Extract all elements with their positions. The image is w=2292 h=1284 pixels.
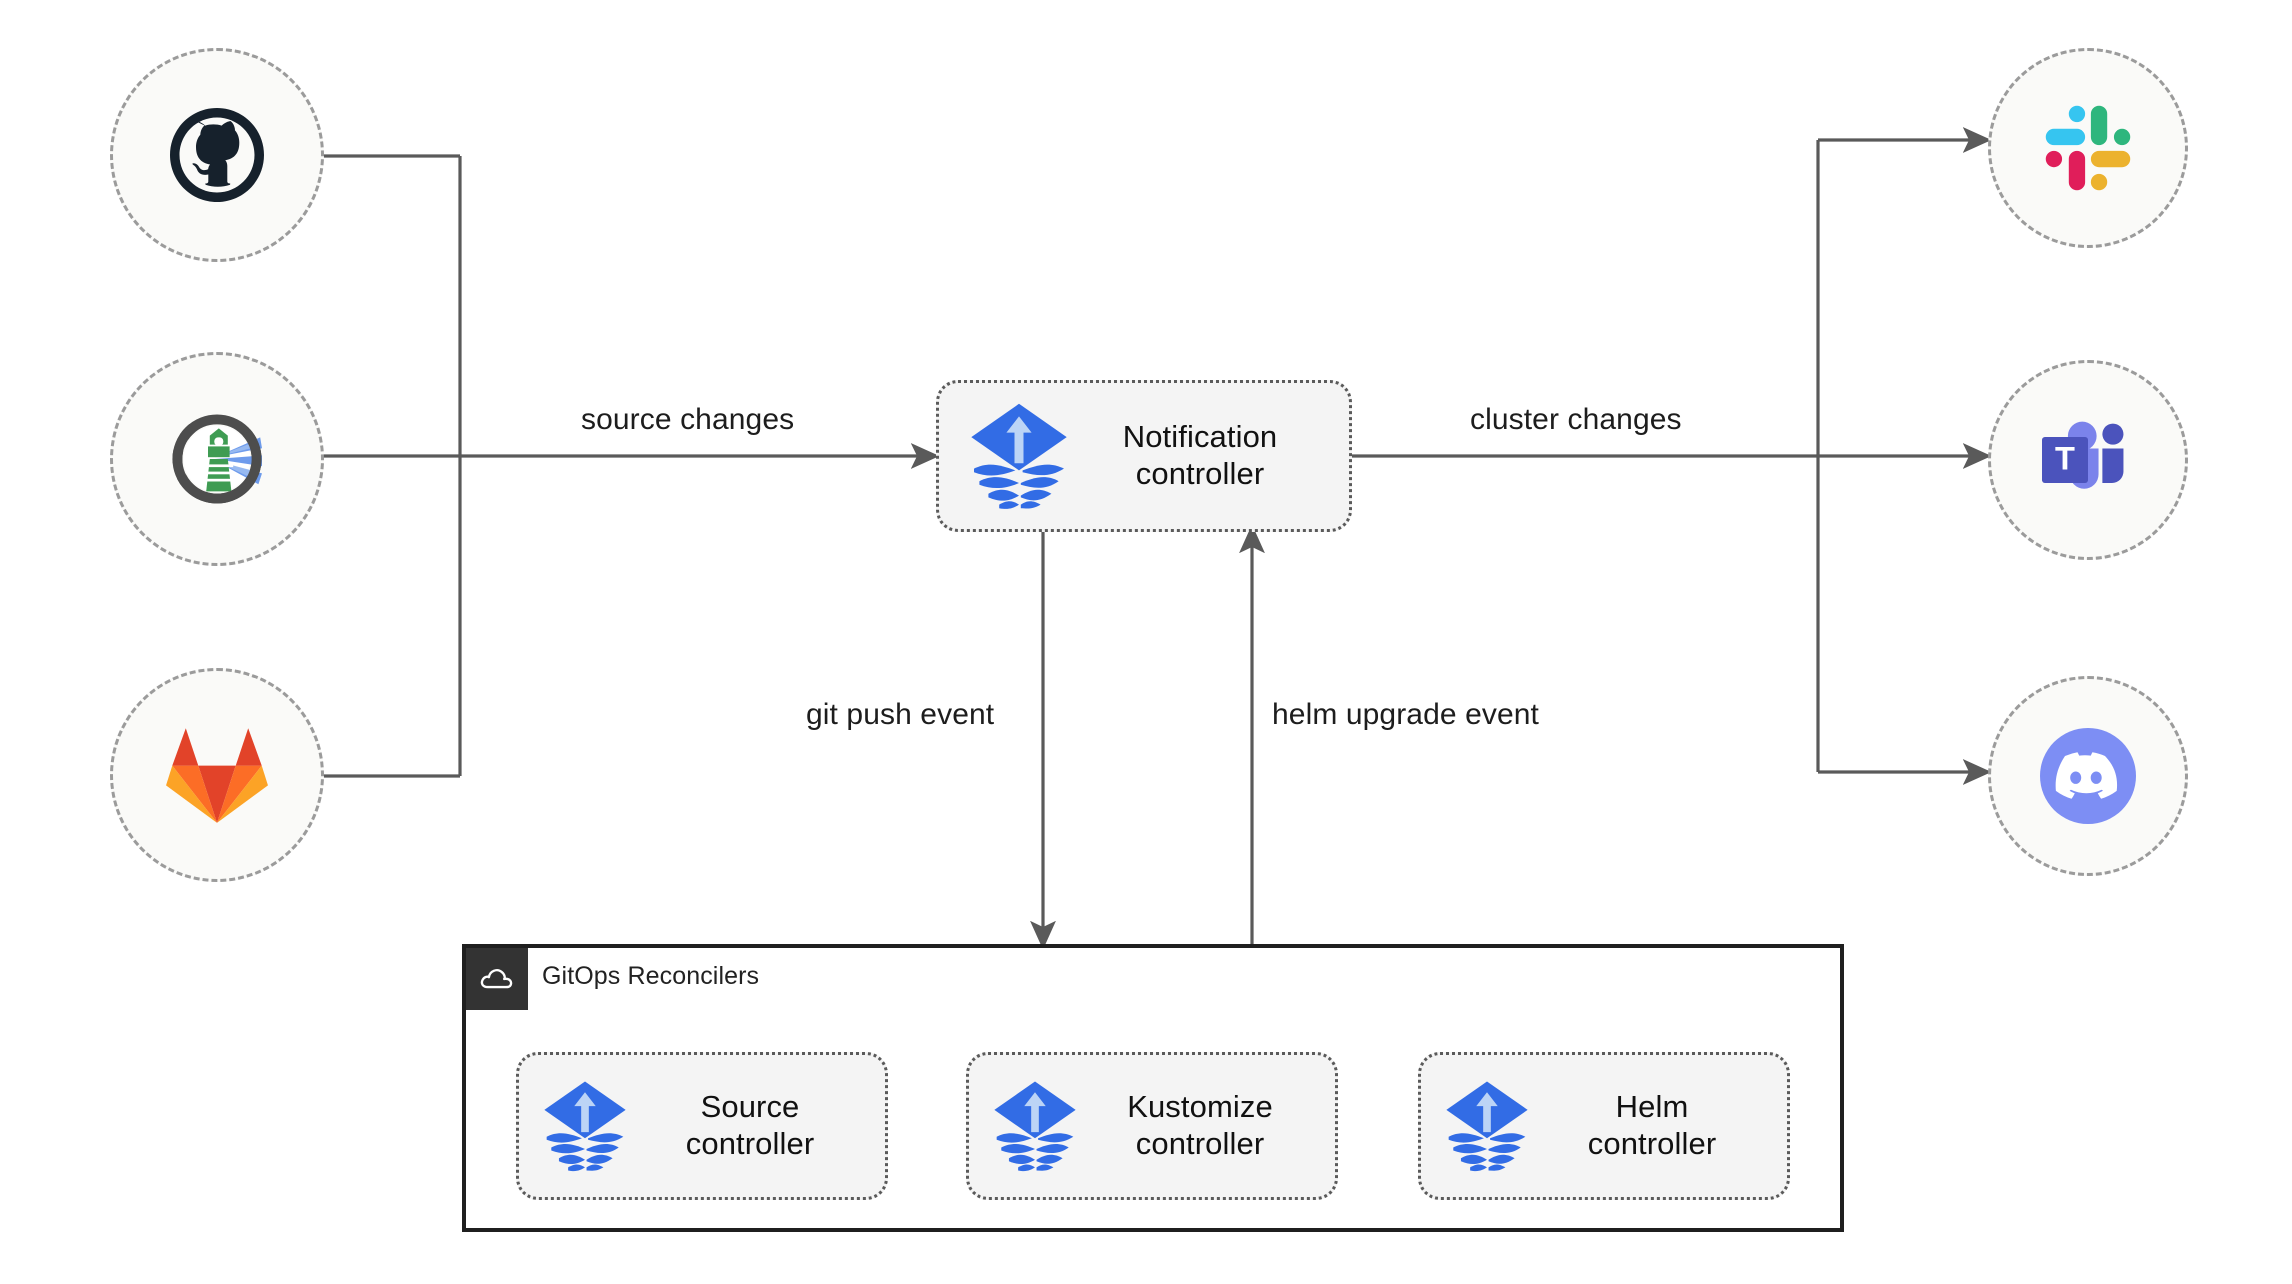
target-node-slack[interactable]	[1988, 48, 2188, 248]
msteams-icon: T	[2042, 421, 2124, 489]
notification-controller-label: Notification controller	[1122, 419, 1278, 491]
gitops-container-title: GitOps Reconcilers	[542, 962, 760, 990]
target-node-discord[interactable]	[1988, 676, 2188, 876]
target-node-teams[interactable]: T	[1988, 360, 2188, 560]
cloud-icon	[480, 969, 513, 989]
helm-controller-label: Helm controller	[1587, 1089, 1717, 1161]
flux-lighthouse-icon	[172, 414, 262, 504]
helm-controller-card[interactable]: Helm controller	[1418, 1052, 1790, 1200]
source-node-flux[interactable]	[110, 352, 324, 566]
source-node-gitlab[interactable]	[110, 668, 324, 882]
source-node-github[interactable]	[110, 48, 324, 262]
notification-controller-card[interactable]: Notification controller	[936, 380, 1352, 532]
source-controller-card[interactable]: Source controller	[516, 1052, 888, 1200]
flux-controller-icon	[544, 1081, 626, 1172]
github-icon	[170, 108, 264, 202]
discord-icon	[2040, 728, 2136, 824]
gitlab-icon	[166, 728, 268, 823]
gitops-reconcilers-container[interactable]: GitOps Reconcilers Source controller	[462, 944, 1844, 1232]
flux-controller-icon	[971, 403, 1067, 509]
edge-label-source-changes: source changes	[581, 403, 795, 436]
flux-controller-icon	[1446, 1081, 1528, 1172]
edge-label-helm-upgrade-event: helm upgrade event	[1272, 698, 1539, 731]
edge-label-git-push-event: git push event	[806, 698, 995, 731]
kustomize-controller-card[interactable]: Kustomize controller	[966, 1052, 1338, 1200]
kustomize-controller-label: Kustomize controller	[1127, 1089, 1273, 1161]
edge-label-cluster-changes: cluster changes	[1470, 403, 1682, 436]
svg-text:T: T	[2055, 441, 2075, 477]
flux-controller-icon	[994, 1081, 1076, 1172]
gitops-badge	[466, 948, 528, 1010]
slack-icon	[2045, 105, 2131, 191]
source-controller-label: Source controller	[685, 1089, 815, 1161]
